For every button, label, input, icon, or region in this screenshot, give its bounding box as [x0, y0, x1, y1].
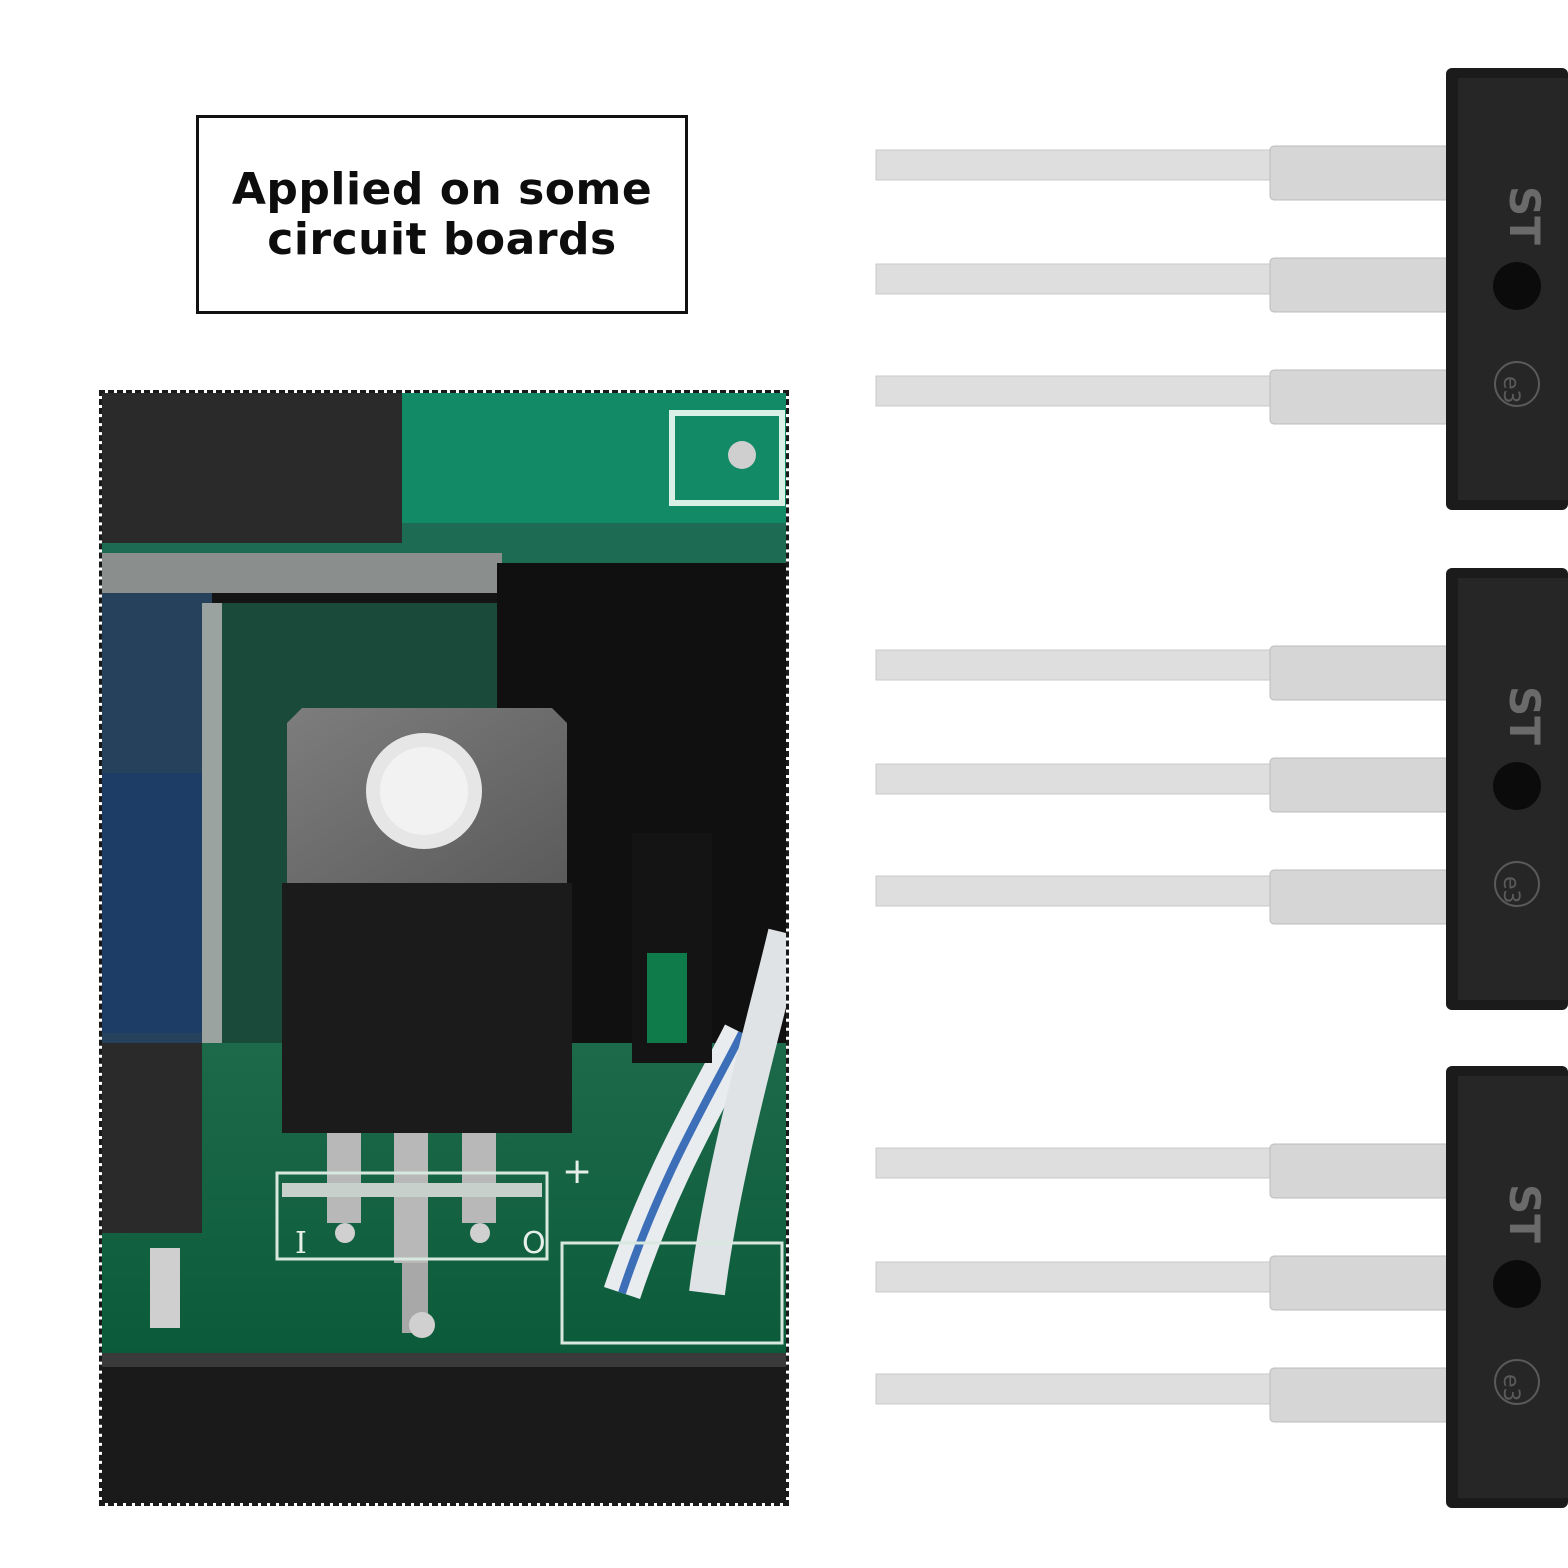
st-logo: ST	[1500, 186, 1549, 245]
regulator-graphic: ST e3	[875, 1066, 1568, 1508]
e3-mark: e3	[1498, 876, 1523, 904]
lead-1	[875, 1143, 1451, 1199]
st-logo: ST	[1500, 686, 1549, 745]
lead-1	[875, 645, 1451, 701]
pcb-pin-label-out: O	[522, 1226, 546, 1261]
regulator-body: ST e3	[1446, 568, 1568, 1010]
pcb-pin-label-in: I	[295, 1226, 307, 1261]
regulator-product-1: ST e3	[870, 66, 1568, 512]
e3-mark: e3	[1498, 376, 1523, 404]
lead-2	[875, 1255, 1451, 1311]
lead-3	[875, 869, 1451, 925]
regulator-graphic: ST e3	[875, 568, 1568, 1010]
application-photo: I O +	[99, 390, 789, 1506]
st-logo: ST	[1500, 1184, 1549, 1243]
regulator-body: ST e3	[1446, 68, 1568, 510]
lead-3	[875, 369, 1451, 425]
regulator-body: ST e3	[1446, 1066, 1568, 1508]
pcb-plus-mark: +	[562, 1151, 592, 1192]
regulator-product-2: ST e3	[870, 566, 1568, 1012]
lead-2	[875, 757, 1451, 813]
regulator-graphic: ST e3	[875, 68, 1568, 510]
caption-text: Applied on some circuit boards	[231, 163, 653, 265]
e3-mark: e3	[1498, 1374, 1523, 1402]
lead-3	[875, 1367, 1451, 1423]
caption-box: Applied on some circuit boards	[196, 115, 688, 314]
circuit-board-illustration: I O +	[102, 393, 786, 1503]
lead-1	[875, 145, 1451, 201]
lead-2	[875, 257, 1451, 313]
regulator-product-3: ST e3	[870, 1064, 1568, 1510]
